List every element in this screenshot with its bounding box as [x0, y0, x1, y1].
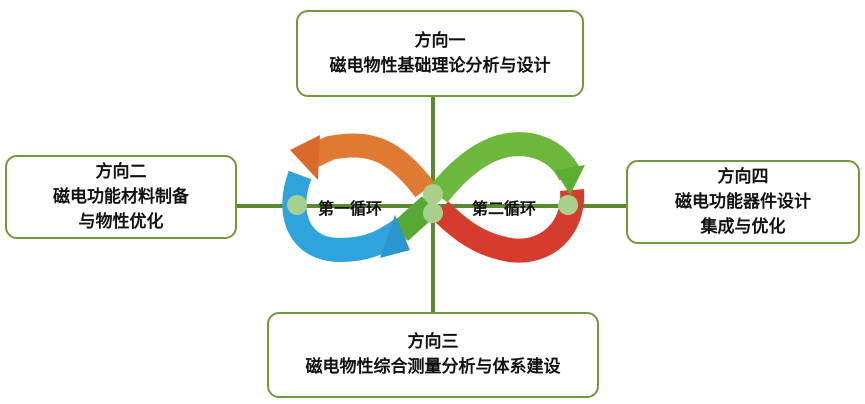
direction-3-subtitle: 磁电物性综合测量分析与体系建设 [305, 357, 561, 377]
green-arrow-segment [428, 132, 581, 203]
direction-1-box: 方向一 磁电物性基础理论分析与设计 [296, 10, 584, 97]
red-arrow-segment [431, 189, 585, 263]
direction-1-subtitle: 磁电物性基础理论分析与设计 [329, 55, 551, 76]
direction-3-title: 方向三 [407, 332, 459, 352]
direction-2-line1: 磁电功能材料制备 [53, 186, 189, 207]
direction-1-title: 方向一 [414, 30, 466, 51]
orange-arrowhead [290, 135, 320, 180]
blue-arrowhead [380, 215, 410, 258]
green-arrowhead [555, 165, 585, 195]
direction-2-title: 方向二 [95, 161, 147, 182]
node-center-top [423, 184, 443, 204]
direction-2-line2: 与物性优化 [78, 211, 164, 232]
loop-label-first: 第一循环 [318, 199, 383, 218]
direction-4-line2: 集成与优化 [700, 216, 786, 237]
node-right [558, 195, 578, 215]
orange-arrow-segment [299, 133, 435, 198]
loop-label-second: 第二循环 [472, 199, 537, 218]
direction-4-box: 方向四 磁电功能器件设计 集成与优化 [626, 160, 860, 244]
direction-2-box: 方向二 磁电功能材料制备 与物性优化 [5, 155, 237, 239]
direction-4-title: 方向四 [717, 166, 769, 187]
direction-3-box: 方向三 磁电物性综合测量分析与体系建设 [267, 312, 599, 398]
direction-4-line1: 磁电功能器件设计 [675, 191, 811, 212]
node-left [287, 195, 307, 215]
node-center-bottom [423, 203, 443, 223]
